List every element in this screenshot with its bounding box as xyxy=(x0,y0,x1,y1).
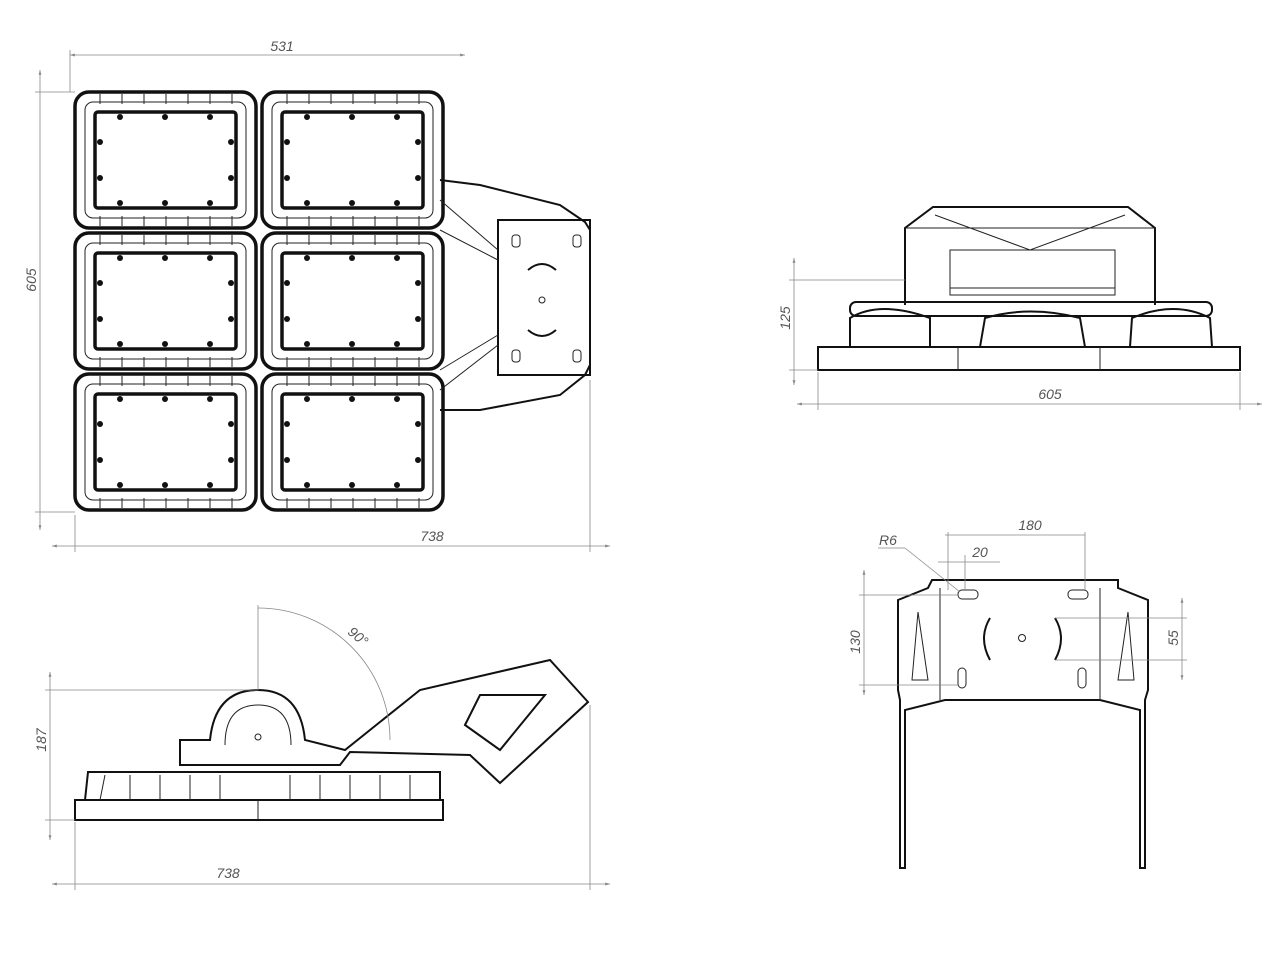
led-dot xyxy=(228,280,234,286)
bracket-slot-height-dimension: 55 xyxy=(1165,630,1181,646)
led-dot xyxy=(415,280,421,286)
led-dot xyxy=(97,280,103,286)
front-view-width-dimension: 605 xyxy=(1038,386,1062,402)
led-dot xyxy=(117,200,123,206)
led-dot xyxy=(394,114,400,120)
led-dot xyxy=(394,255,400,261)
led-dot xyxy=(97,139,103,145)
led-dot xyxy=(349,341,355,347)
bracket-slot-dimension: 20 xyxy=(971,544,988,560)
led-dot xyxy=(207,114,213,120)
led-dot xyxy=(415,457,421,463)
led-dot xyxy=(117,396,123,402)
led-dot xyxy=(228,457,234,463)
light-module xyxy=(73,372,258,512)
led-dot xyxy=(117,114,123,120)
led-dot xyxy=(349,482,355,488)
led-dot xyxy=(349,255,355,261)
mounting-bracket-top xyxy=(439,179,591,411)
led-dot xyxy=(117,255,123,261)
led-dot xyxy=(207,482,213,488)
led-dot xyxy=(162,396,168,402)
led-dot xyxy=(284,457,290,463)
front-view: 125 605 xyxy=(777,206,1262,410)
led-dot xyxy=(228,316,234,322)
led-dot xyxy=(284,280,290,286)
light-module xyxy=(260,90,445,230)
led-dot xyxy=(284,316,290,322)
led-dot xyxy=(415,421,421,427)
led-dot xyxy=(304,482,310,488)
led-dot xyxy=(162,114,168,120)
led-dot xyxy=(284,175,290,181)
led-dot xyxy=(415,316,421,322)
bracket-spacing-dimension: 180 xyxy=(1018,517,1042,533)
led-dot xyxy=(304,341,310,347)
led-dot xyxy=(97,316,103,322)
light-module xyxy=(260,231,445,371)
led-dot xyxy=(162,482,168,488)
led-dot xyxy=(284,139,290,145)
led-dot xyxy=(304,200,310,206)
led-dot xyxy=(284,421,290,427)
led-dot xyxy=(97,175,103,181)
light-module xyxy=(73,90,258,230)
led-dot xyxy=(162,341,168,347)
led-dot xyxy=(394,482,400,488)
top-view: 531 605 738 xyxy=(23,38,610,552)
bracket-view: 180 20 R6 130 55 xyxy=(847,517,1187,869)
led-dot xyxy=(394,396,400,402)
led-dot xyxy=(228,175,234,181)
led-dot xyxy=(394,341,400,347)
led-dot xyxy=(207,255,213,261)
bracket-height-dimension: 130 xyxy=(847,630,863,654)
side-view: 90° 187 738 xyxy=(33,605,610,890)
led-dot xyxy=(162,200,168,206)
side-view-angle-dimension: 90° xyxy=(345,623,372,649)
led-dot xyxy=(207,200,213,206)
led-dot xyxy=(349,200,355,206)
led-dot xyxy=(415,139,421,145)
led-dot xyxy=(97,457,103,463)
led-dot xyxy=(415,175,421,181)
front-view-height-dimension: 125 xyxy=(777,306,793,330)
light-module xyxy=(260,372,445,512)
led-dot xyxy=(304,396,310,402)
led-dot xyxy=(349,396,355,402)
led-dot xyxy=(304,114,310,120)
led-dot xyxy=(117,341,123,347)
led-dot xyxy=(228,421,234,427)
led-dot xyxy=(394,200,400,206)
top-view-overall-width-dimension: 738 xyxy=(420,528,444,544)
side-view-height-dimension: 187 xyxy=(33,727,49,752)
led-dot xyxy=(207,341,213,347)
top-view-width-dimension: 531 xyxy=(270,38,293,54)
led-dot xyxy=(162,255,168,261)
bracket-radius-dimension: R6 xyxy=(879,532,897,548)
light-module xyxy=(73,231,258,371)
led-dot xyxy=(349,114,355,120)
led-dot xyxy=(117,482,123,488)
top-view-height-dimension: 605 xyxy=(23,268,39,292)
led-dot xyxy=(228,139,234,145)
side-view-width-dimension: 738 xyxy=(216,865,240,881)
led-dot xyxy=(304,255,310,261)
led-dot xyxy=(207,396,213,402)
led-dot xyxy=(97,421,103,427)
